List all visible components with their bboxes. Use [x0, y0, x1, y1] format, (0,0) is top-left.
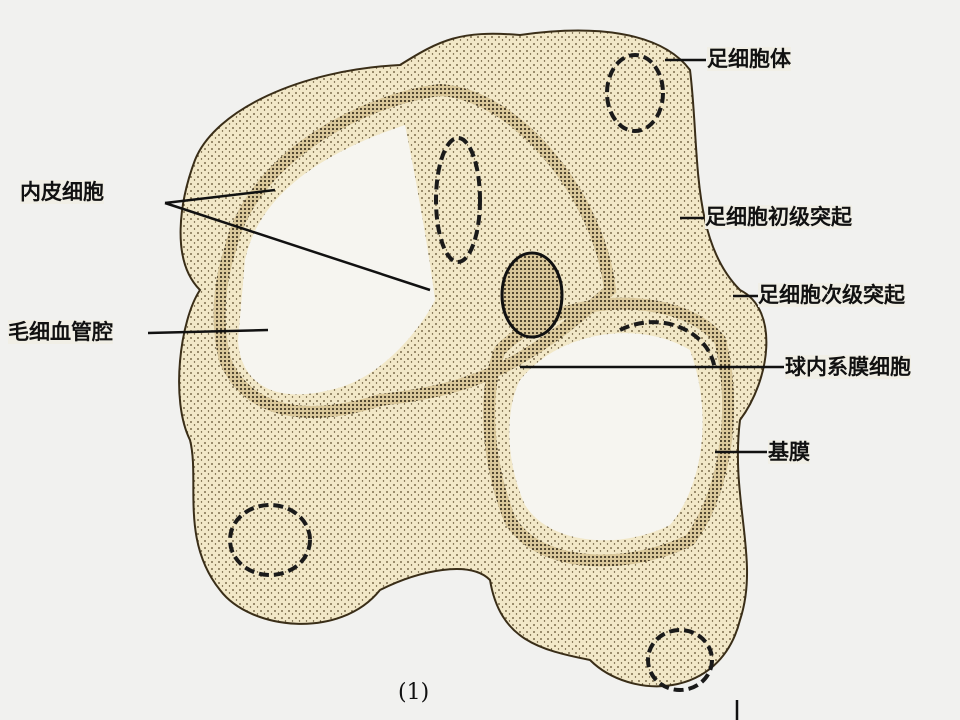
label-basement-membrane: 基膜 [768, 440, 810, 464]
figure-number: (1) [398, 680, 430, 705]
podocyte-nucleus-lower-left [228, 503, 312, 577]
label-mesangial-cell: 球内系膜细胞 [785, 355, 911, 379]
leader-line-lumen [147, 328, 269, 335]
capillary-lumen-right [509, 333, 703, 541]
leader-line-endothelial-2 [164, 201, 431, 292]
label-secondary-process: 足细胞次级突起 [758, 283, 905, 307]
basement-membrane-left [213, 83, 617, 418]
label-endothelial-cell: 内皮细胞 [20, 180, 104, 204]
endothelial-nucleus [434, 136, 482, 264]
label-podocyte-body: 足细胞体 [707, 47, 791, 71]
leader-line-endothelial-1 [164, 188, 276, 205]
mesangial-nucleus [500, 251, 564, 339]
basement-membrane-right [483, 297, 735, 567]
label-capillary-lumen: 毛细血管腔 [8, 320, 113, 344]
endothelial-nucleus-right [619, 320, 717, 371]
podocyte-nucleus-lower-right [646, 628, 714, 692]
label-primary-process: 足细胞初级突起 [705, 205, 852, 229]
podocyte-nucleus [605, 53, 665, 133]
